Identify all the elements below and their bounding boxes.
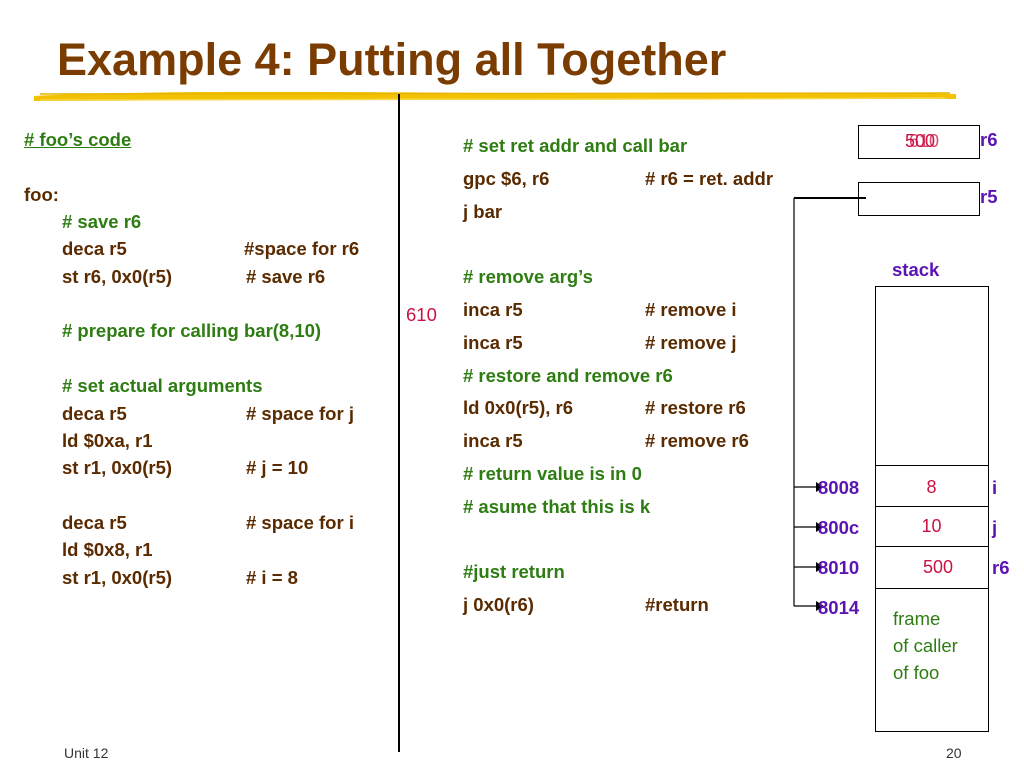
frame-text: frame of caller of foo <box>893 605 958 686</box>
register-r5-box <box>858 182 980 216</box>
slide-title: Example 4: Putting all Together <box>57 34 727 85</box>
comment-return-value: # return value is in 0 <box>463 463 642 484</box>
register-r6-box: 500 610 <box>858 125 980 159</box>
stack-divider <box>875 506 988 507</box>
code-comment: #return <box>645 594 709 615</box>
r6-new-value: 610 <box>909 131 940 151</box>
code-line: j 0x0(r6) <box>463 594 534 615</box>
code-comment: # space for i <box>246 512 354 533</box>
stack-name: j <box>992 517 998 538</box>
code-line: gpc $6, r6 <box>463 168 550 189</box>
code-comment: #space for r6 <box>244 238 360 259</box>
stack-address: 800c <box>818 517 860 538</box>
stack-name: i <box>992 477 998 498</box>
code-line: inca r5 <box>463 430 523 451</box>
stack-address: 8010 <box>818 557 860 578</box>
title-brush-underline <box>34 91 956 101</box>
comment-remove-args: # remove arg’s <box>463 266 593 287</box>
footer-page-number: 20 <box>946 745 962 761</box>
code-line: inca r5 <box>463 332 523 353</box>
code-line: deca r5 <box>62 238 127 259</box>
stack-address: 8008 <box>818 477 860 498</box>
stack-value: 8 <box>926 477 937 497</box>
register-r6-label: r6 <box>980 129 998 150</box>
code-line: ld 0x0(r5), r6 <box>463 397 574 418</box>
stack-divider <box>875 465 988 466</box>
comment-just-return: #just return <box>463 561 565 582</box>
register-r5-label: r5 <box>980 186 998 207</box>
code-line: ld $0x8, r1 <box>62 539 153 560</box>
stack-name: r6 <box>992 557 1010 578</box>
stack-address: 8014 <box>818 597 860 618</box>
code-comment: # restore r6 <box>645 397 746 418</box>
frame-line: of foo <box>893 662 940 683</box>
comment-asume: # asume that this is k <box>463 496 651 517</box>
stack-divider <box>875 546 988 547</box>
code-line: st r1, 0x0(r5) <box>62 457 173 478</box>
return-address-annotation: 610 <box>406 304 437 325</box>
comment-actual-args: # set actual arguments <box>62 375 263 396</box>
footer-unit: Unit 12 <box>64 745 109 761</box>
stack-box <box>875 286 989 732</box>
code-line: ld $0xa, r1 <box>62 430 153 451</box>
code-line: st r1, 0x0(r5) <box>62 567 173 588</box>
r6-old-value: 500 <box>905 131 936 151</box>
stack-value: 10 <box>921 516 942 536</box>
comment-prepare: # prepare for calling bar(8,10) <box>62 320 322 341</box>
code-line: st r6, 0x0(r5) <box>62 266 173 287</box>
comment-restore: # restore and remove r6 <box>463 365 673 386</box>
code-line: deca r5 <box>62 403 127 424</box>
code-line: j bar <box>463 201 503 222</box>
stack-value: 500 <box>923 557 954 577</box>
comment-save-r6: # save r6 <box>62 211 142 232</box>
frame-line: frame <box>893 608 941 629</box>
code-comment: # r6 = ret. addr <box>645 168 774 189</box>
code-comment: # remove r6 <box>645 430 749 451</box>
foo-label: foo: <box>24 184 59 205</box>
stack-label: stack <box>892 259 940 280</box>
comment-set-ret: # set ret addr and call bar <box>463 135 688 156</box>
r5-pointer-lines <box>793 197 866 611</box>
code-comment: # remove j <box>645 332 737 353</box>
code-comment: # remove i <box>645 299 737 320</box>
foo-code-heading: # foo’s code <box>24 129 132 150</box>
code-line: deca r5 <box>62 512 127 533</box>
code-comment: # save r6 <box>246 266 326 287</box>
code-comment: # space for j <box>246 403 354 424</box>
code-comment: # i = 8 <box>246 567 298 588</box>
code-comment: # j = 10 <box>246 457 309 478</box>
column-divider <box>398 94 400 752</box>
code-line: inca r5 <box>463 299 523 320</box>
stack-divider <box>875 588 988 589</box>
frame-line: of caller <box>893 635 958 656</box>
